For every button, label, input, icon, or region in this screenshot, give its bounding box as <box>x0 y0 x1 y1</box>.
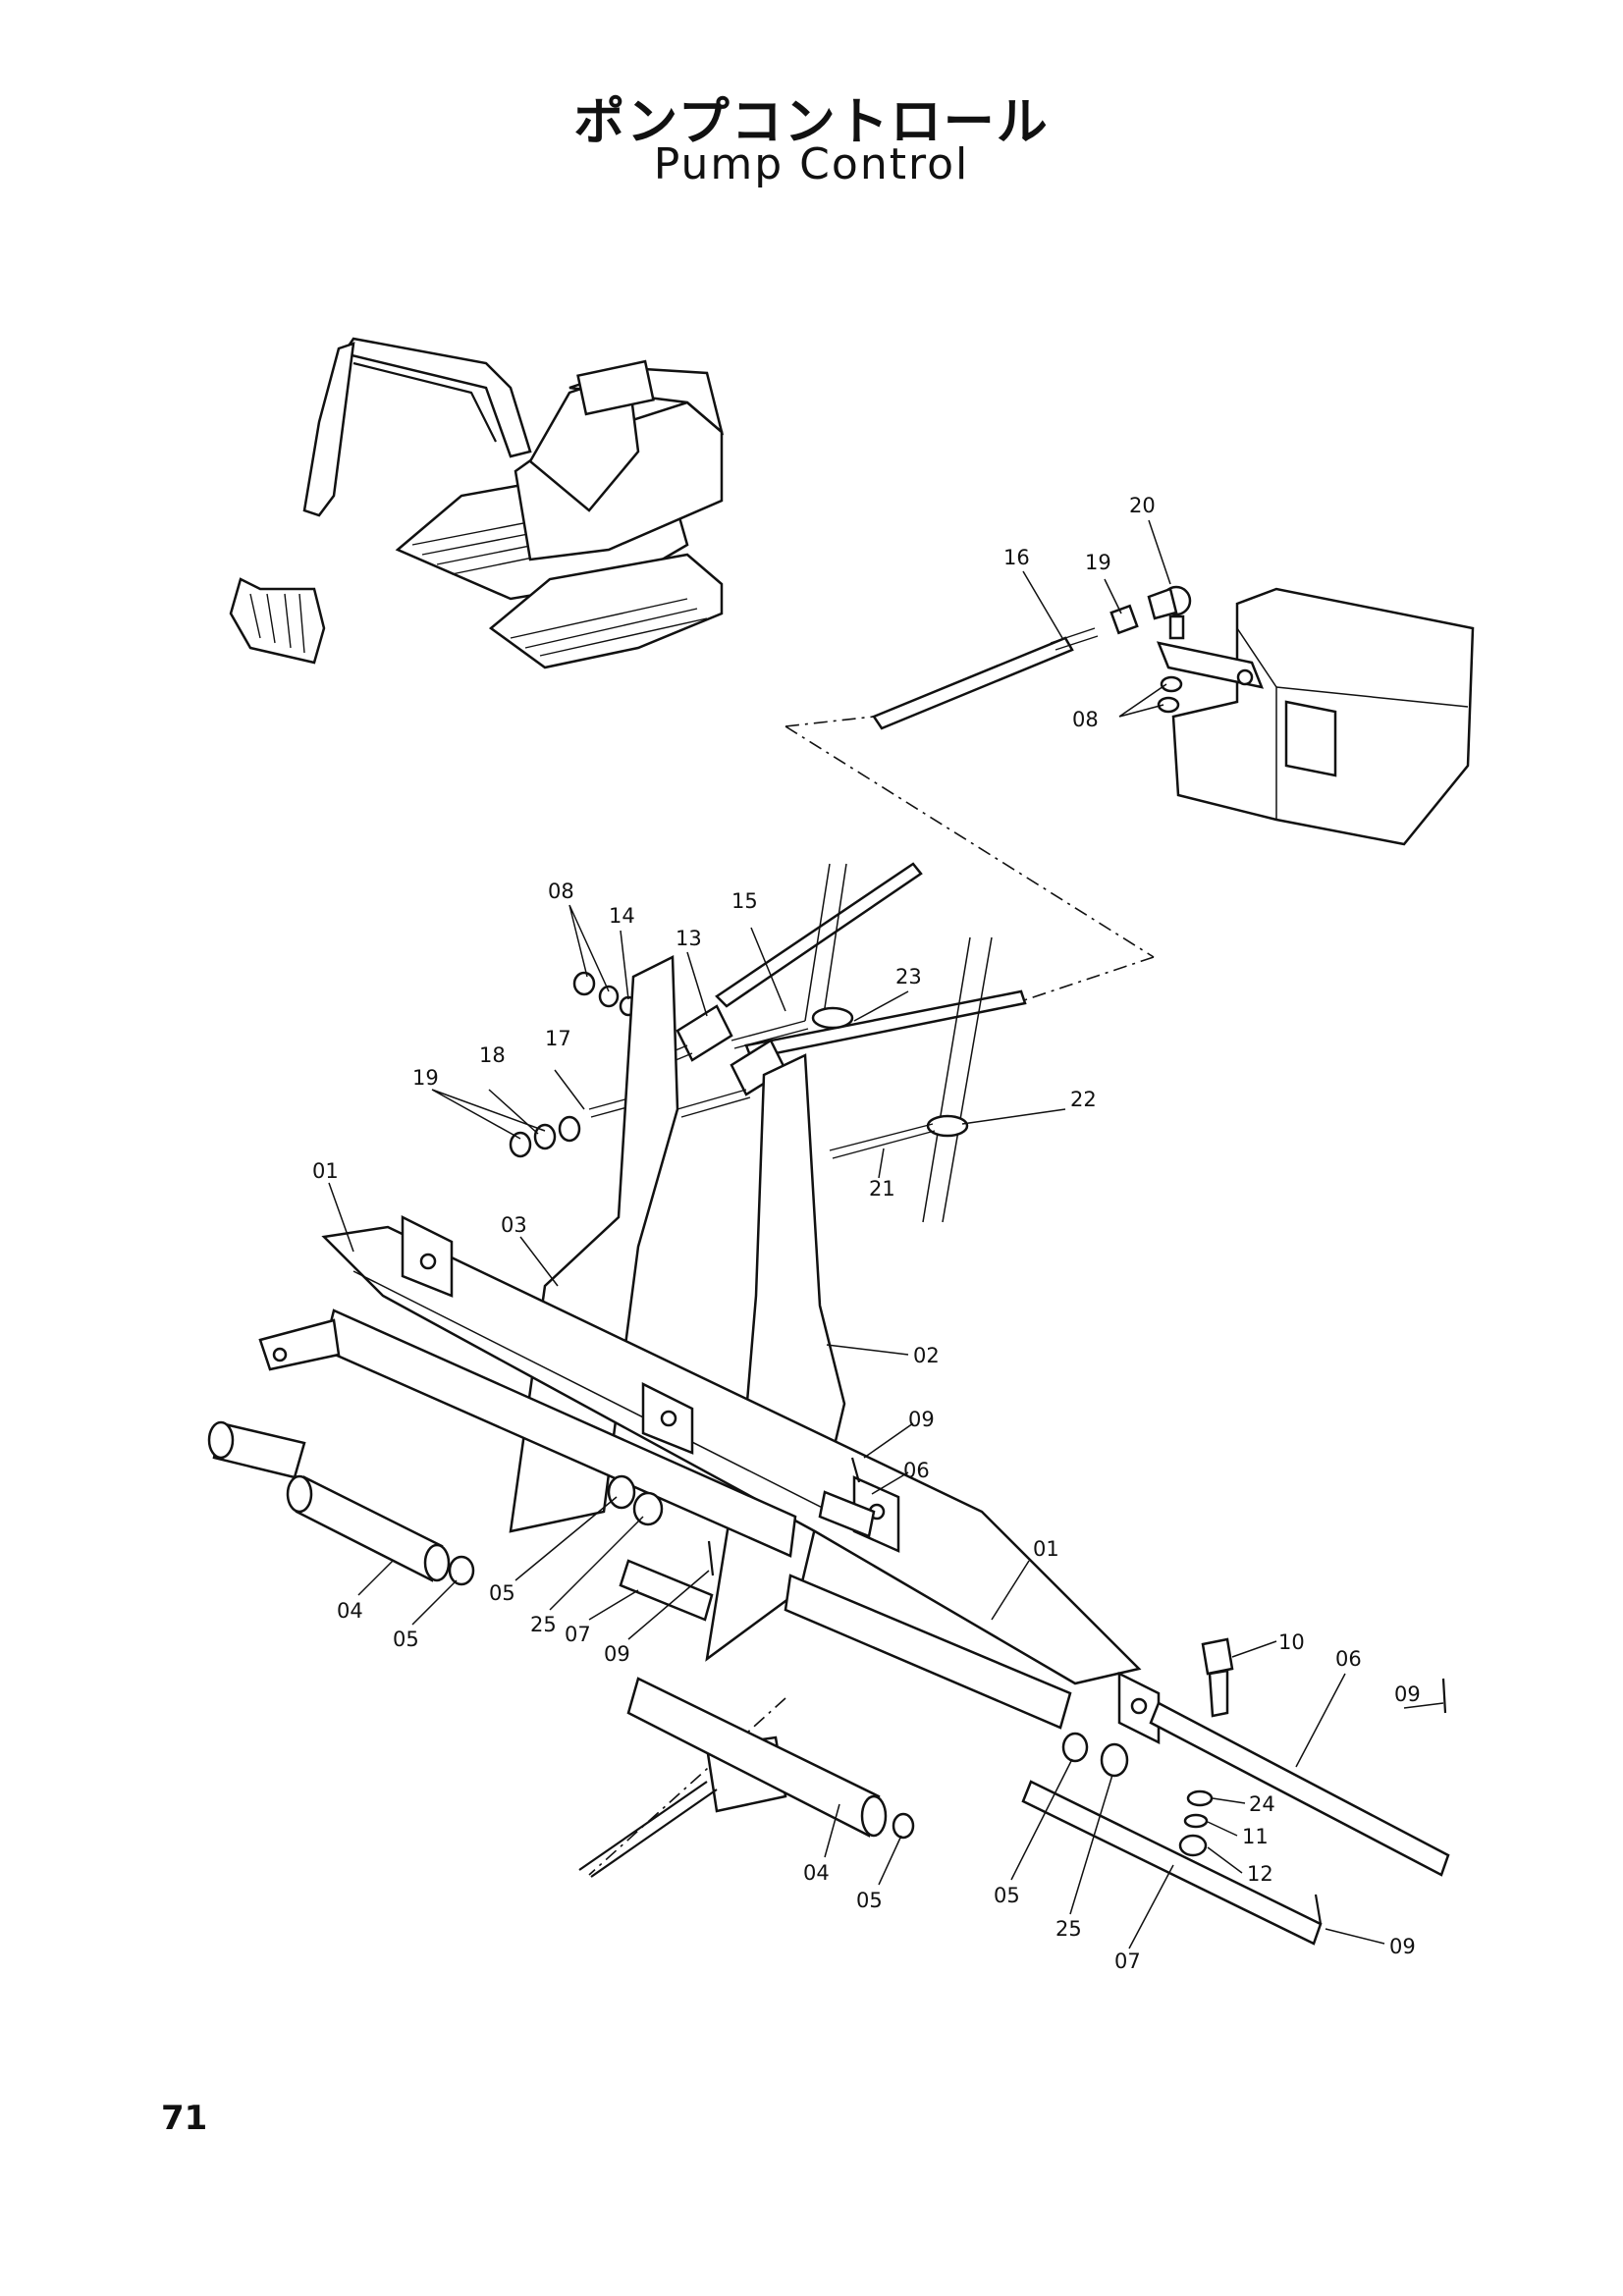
callout-16: 16 <box>1003 546 1030 569</box>
callout-09-d: 09 <box>1389 1935 1416 1958</box>
callout-15: 15 <box>731 889 758 913</box>
callout-23: 23 <box>895 965 922 988</box>
callout-06-a: 06 <box>903 1459 930 1482</box>
callout-11: 11 <box>1242 1825 1269 1848</box>
callout-21: 21 <box>869 1177 895 1201</box>
callout-04-b: 04 <box>803 1861 830 1885</box>
callout-labels: 20 19 16 08 08 14 15 13 23 18 17 19 22 2… <box>312 494 1421 1973</box>
callout-04-a: 04 <box>337 1599 363 1623</box>
callout-07-b: 07 <box>1114 1949 1141 1973</box>
callout-18: 18 <box>479 1043 506 1067</box>
callout-19-lower: 19 <box>412 1066 439 1090</box>
callout-05-d: 05 <box>994 1884 1020 1907</box>
callout-03: 03 <box>501 1213 527 1237</box>
callout-24: 24 <box>1249 1792 1275 1816</box>
callout-14: 14 <box>609 904 635 928</box>
callout-12: 12 <box>1247 1862 1273 1886</box>
pins-and-bushings <box>207 1420 1450 1946</box>
callout-09-b: 09 <box>604 1642 630 1666</box>
callout-25-b: 25 <box>1055 1917 1082 1941</box>
pump-linkage-parts <box>872 585 1192 730</box>
callout-02: 02 <box>913 1344 940 1367</box>
callout-25-a: 25 <box>530 1613 557 1636</box>
callout-05-a: 05 <box>393 1628 419 1651</box>
callout-17: 17 <box>545 1027 571 1050</box>
cable-assemblies <box>509 862 1027 1223</box>
callout-13: 13 <box>676 927 702 950</box>
pump-body <box>1156 587 1475 846</box>
callout-01-lower: 01 <box>1033 1537 1059 1561</box>
callout-01-upper: 01 <box>312 1159 339 1183</box>
base-frame-01 <box>258 1214 1161 1745</box>
lever-plates <box>509 955 846 1662</box>
callout-22: 22 <box>1070 1088 1097 1111</box>
callout-07-a: 07 <box>565 1623 591 1646</box>
callout-20: 20 <box>1129 494 1156 517</box>
callout-09-a: 09 <box>908 1408 935 1431</box>
callout-10: 10 <box>1278 1630 1305 1654</box>
callout-06-b: 06 <box>1335 1647 1362 1671</box>
callout-09-c: 09 <box>1394 1682 1421 1706</box>
leader-lines <box>328 519 1444 1949</box>
page-title-japanese: ポンプコントロール <box>573 93 1050 152</box>
page-number: 71 <box>161 2099 208 2138</box>
excavator-illustration <box>229 337 725 669</box>
callout-05-b: 05 <box>489 1581 515 1605</box>
page-title-english: Pump Control <box>653 139 970 189</box>
callout-19-upper: 19 <box>1085 551 1111 574</box>
callout-08-pump: 08 <box>1072 708 1099 731</box>
callout-05-c: 05 <box>856 1889 883 1912</box>
callout-08-linkage: 08 <box>548 880 574 903</box>
